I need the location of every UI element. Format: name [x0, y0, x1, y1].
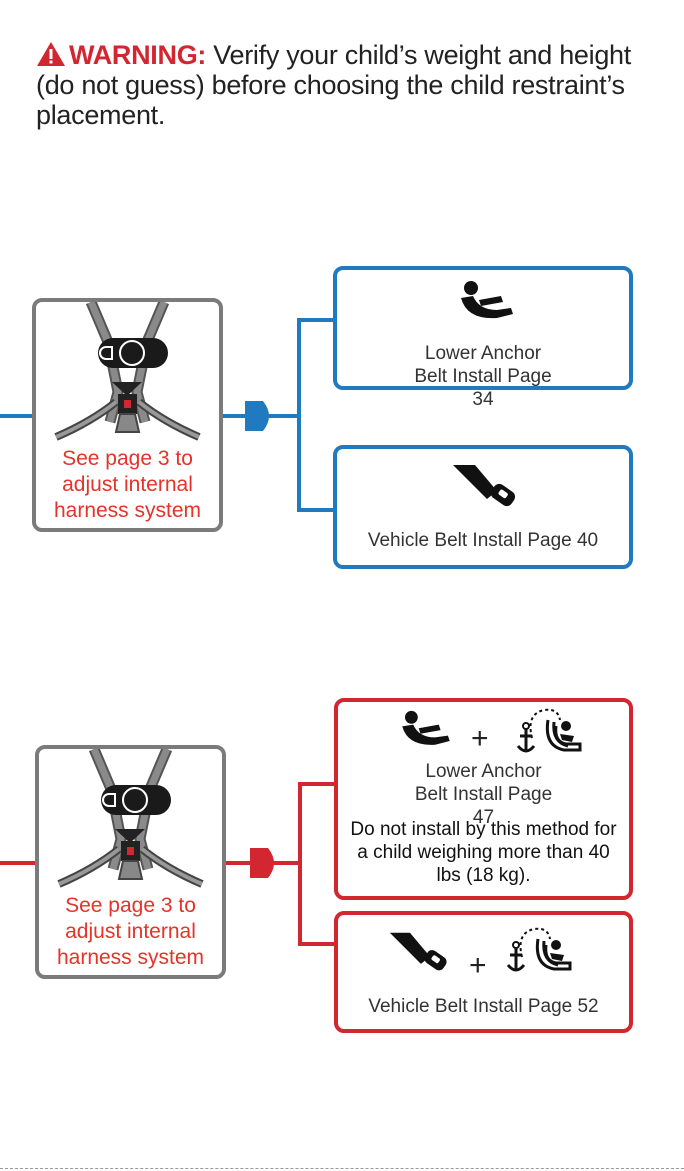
blue-branch-connector	[297, 318, 301, 512]
warning-text: Verify your child’s weight and height (d…	[36, 40, 631, 130]
page-bottom-rule	[0, 1168, 684, 1169]
option-vehicle-belt-text: Vehicle Belt Install Page 40	[367, 530, 599, 551]
red-arrow-icon	[250, 848, 274, 878]
harness-illustration-icon	[57, 749, 204, 888]
child-seat-icon	[402, 710, 450, 745]
seat-belt-icon	[389, 932, 447, 971]
blue-flow-line-left	[0, 414, 34, 418]
harness-card-2: See page 3 to adjust internal harness sy…	[35, 745, 226, 979]
top-tether-seat-icon	[506, 927, 572, 972]
option-lower-anchor-card-1: Lower Anchor Belt Install Page 34	[333, 266, 633, 410]
harness-illustration-icon	[54, 302, 201, 441]
option-lower-anchor-text: Lower Anchor Belt Install Page 47	[414, 761, 553, 828]
option-weight-limit-note: Do not install by this method for a chil…	[350, 819, 617, 886]
red-branch-connector	[298, 782, 302, 946]
harness-card-1: See page 3 to adjust internal harness sy…	[32, 298, 223, 532]
option-lower-anchor-text: Lower Anchor Belt Install Page 34	[414, 343, 552, 410]
blue-branch-top	[297, 318, 337, 322]
option-vehicle-belt-card-1: Vehicle Belt Install Page 40	[333, 445, 633, 569]
warning-triangle-icon	[37, 42, 65, 66]
red-branch-top	[298, 782, 338, 786]
blue-branch-bottom	[297, 508, 337, 512]
plus-sign: +	[471, 722, 489, 755]
harness-instruction-text: See page 3 to adjust internal harness sy…	[53, 447, 202, 522]
harness-instruction-text: See page 3 to adjust internal harness sy…	[56, 894, 205, 969]
warning-message: WARNING: Verify your child’s weight and …	[36, 40, 656, 130]
child-seat-icon	[461, 281, 513, 319]
option-lower-anchor-card-2: + Lower Anchor Belt Install Page 47 Do n…	[334, 698, 633, 900]
warning-label: WARNING:	[69, 40, 207, 70]
option-vehicle-belt-card-2: + Vehicle Belt Install Page 52	[334, 911, 633, 1033]
seat-belt-icon	[452, 465, 516, 507]
red-branch-bottom	[298, 942, 338, 946]
plus-sign: +	[469, 949, 487, 982]
top-tether-seat-icon	[516, 708, 582, 753]
option-vehicle-belt-text: Vehicle Belt Install Page 52	[368, 996, 599, 1017]
blue-arrow-icon	[245, 401, 269, 431]
red-flow-line-left	[0, 861, 38, 865]
